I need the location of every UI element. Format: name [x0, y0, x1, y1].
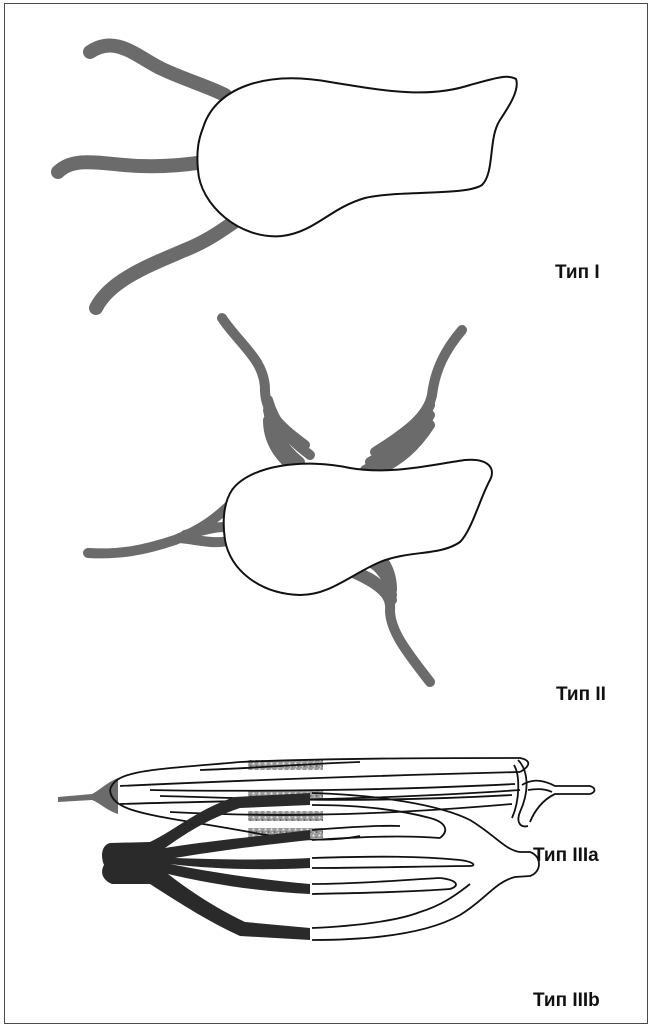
type-2-illustration	[88, 318, 492, 682]
type-1-label: Тип I	[555, 262, 600, 284]
type-3a-illustration	[58, 758, 595, 840]
type-2-label: Тип II	[556, 684, 606, 706]
type-1-tooth-body	[197, 77, 516, 237]
type-3a-label: Тип IIIa	[533, 845, 599, 867]
type-3b-label: Тип IIIb	[533, 990, 600, 1012]
type-1-illustration	[58, 45, 517, 308]
type-3a-root-tip	[58, 778, 118, 814]
type-3b-outline	[312, 793, 539, 940]
